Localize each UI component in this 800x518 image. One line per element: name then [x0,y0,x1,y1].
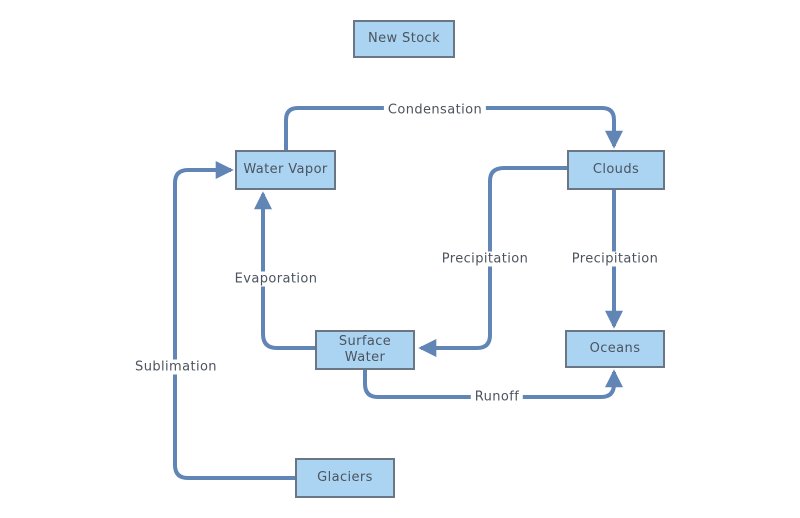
node-label: Glaciers [317,469,373,485]
node-label: New Stock [367,30,441,46]
edge-label-condensation: Condensation [383,102,487,118]
edge-sublimation [173,161,295,480]
node-label: Surface Water [338,333,392,365]
node-label: Water Vapor [243,161,328,177]
node-new-stock: New Stock [353,20,455,58]
edge-label-runoff: Runoff [470,389,524,405]
edge-label-precipitation-to-oceans: Precipitation [567,251,663,267]
node-clouds: Clouds [567,150,665,190]
node-label: Clouds [592,161,640,177]
edge-label-evaporation: Evaporation [230,271,322,287]
node-water-vapor: Water Vapor [235,150,336,190]
edge-evaporation [254,191,315,350]
edge-label-sublimation: Sublimation [131,359,221,375]
node-oceans: Oceans [565,330,665,368]
node-surface-water: Surface Water [315,330,415,370]
edge-label-precipitation-to-surface: Precipitation [437,251,533,267]
node-glaciers: Glaciers [295,458,395,498]
node-label: Oceans [589,340,641,356]
